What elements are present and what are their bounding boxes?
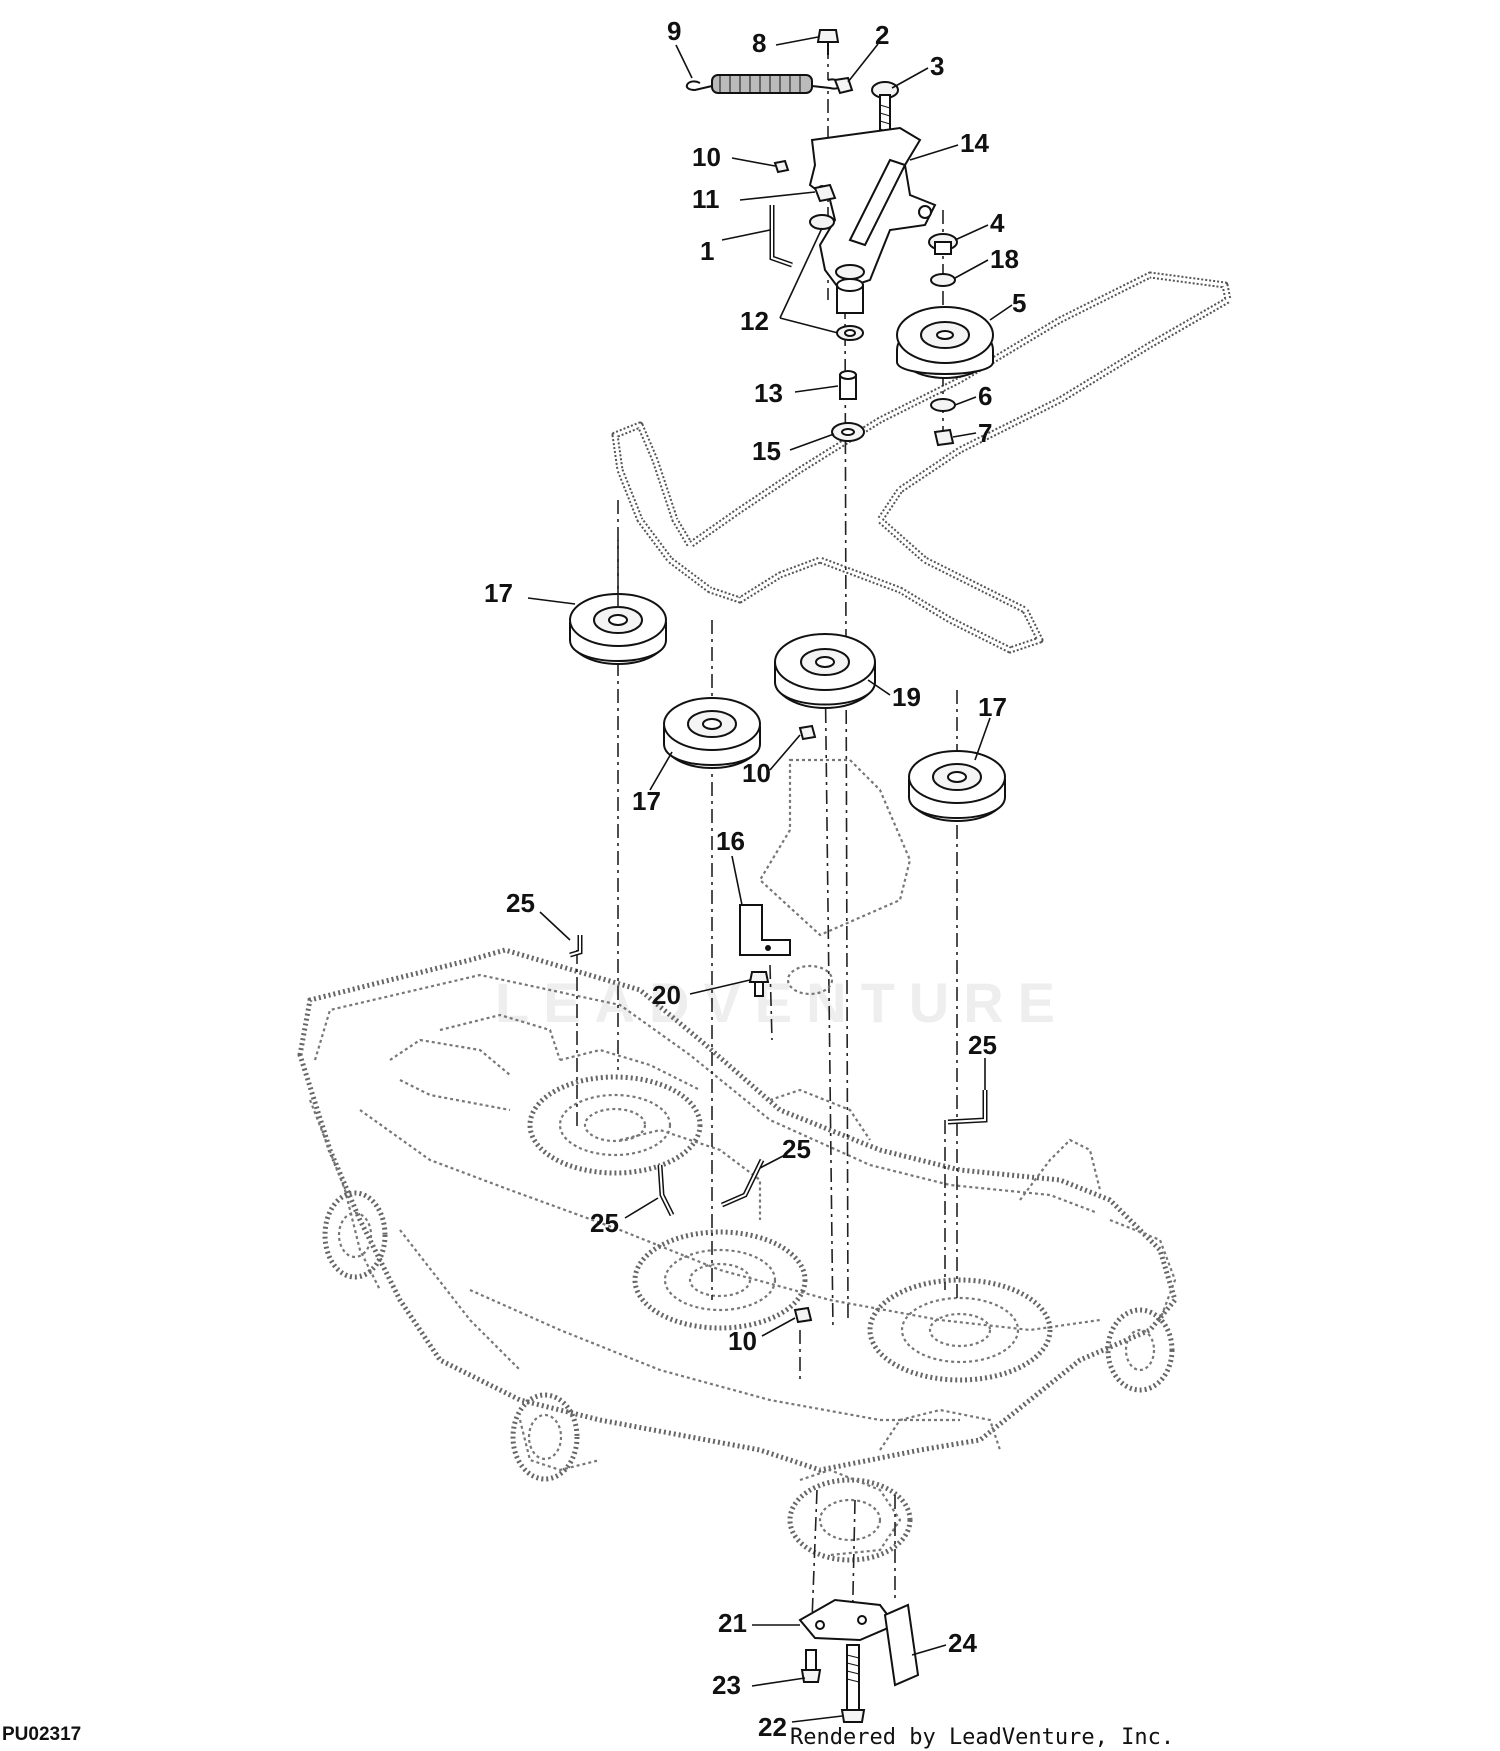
- watermark-text: LEADVENTURE: [495, 971, 1069, 1034]
- leader-lines: [527, 36, 1013, 1723]
- callout-17-left: 17: [484, 578, 513, 608]
- rendered-by-credit: Rendered by LeadVenture, Inc.: [790, 1725, 1174, 1750]
- drive-belt: [611, 271, 1232, 654]
- assembly-centerlines: [576, 45, 958, 1641]
- washer-part-18: [930, 273, 956, 287]
- callout-17-center: 17: [632, 786, 661, 816]
- nut-part-10-top: [773, 159, 790, 174]
- mower-deck: [297, 947, 1178, 1563]
- spindle-pulley-part-17-left: [569, 540, 667, 665]
- nut-part-10-bracket: [798, 724, 817, 741]
- callout-7: 7: [978, 418, 992, 448]
- belt-guide-part-25-left: [657, 1164, 675, 1217]
- idler-bracket: [758, 758, 912, 996]
- callout-19: 19: [892, 682, 921, 712]
- l-bolt-part-1: [769, 205, 793, 268]
- callout-25-left: 25: [590, 1208, 619, 1238]
- bushing-part-12: [809, 214, 864, 341]
- belt-guide-part-25-right: [947, 1090, 988, 1125]
- callout-17-right: 17: [978, 692, 1007, 722]
- callout-24: 24: [948, 1628, 977, 1658]
- callout-25-center: 25: [782, 1134, 811, 1164]
- callout-25-right: 25: [968, 1030, 997, 1060]
- callout-9: 9: [667, 16, 681, 46]
- callout-4: 4: [990, 208, 1005, 238]
- idler-pulley-part-19: [774, 633, 876, 709]
- callout-16: 16: [716, 826, 745, 856]
- callout-5: 5: [1012, 288, 1026, 318]
- bolt-part-8: [816, 29, 840, 55]
- callout-10-bottom: 10: [728, 1326, 757, 1356]
- belt-guide-part-25-center: [721, 1158, 765, 1208]
- callout-10-bracket: 10: [742, 758, 771, 788]
- callout-2: 2: [875, 20, 889, 50]
- callout-12: 12: [740, 306, 769, 336]
- callout-15: 15: [752, 436, 781, 466]
- washer-part-6: [930, 398, 956, 412]
- bracket-part-16: [739, 904, 791, 956]
- callout-22: 22: [758, 1712, 787, 1742]
- callout-18: 18: [990, 244, 1019, 274]
- callout-labels: 9 8 2 3 14 10 11 1 4 18 5 12 13 6 15 7 1…: [484, 16, 1026, 1742]
- bolt-part-22: [840, 1644, 866, 1723]
- callout-1: 1: [700, 236, 714, 266]
- callout-8: 8: [752, 28, 766, 58]
- spindle-pulley-part-17-right: [908, 750, 1006, 822]
- callout-10-top: 10: [692, 142, 721, 172]
- diagram-code: PU02317: [2, 1724, 81, 1745]
- callout-23: 23: [712, 1670, 741, 1700]
- idler-pulley-part-5: [896, 306, 994, 379]
- washer-part-15: [831, 422, 865, 442]
- belt-guide-part-25-left-top: [569, 935, 583, 958]
- nut-part-7: [933, 428, 955, 447]
- spring-part-9: [685, 74, 841, 94]
- bracket-part-21: [798, 1598, 897, 1642]
- callout-3: 3: [930, 51, 944, 81]
- bolt-part-20: [748, 971, 770, 997]
- spindle-pulley-part-17-center: [663, 697, 761, 769]
- callout-21: 21: [718, 1608, 747, 1638]
- idler-arm-part-14: [808, 126, 937, 314]
- spacer-part-13: [839, 370, 857, 400]
- bolt-part-23: [800, 1649, 822, 1683]
- callout-6: 6: [978, 381, 992, 411]
- nut-part-10-bottom: [793, 1306, 813, 1324]
- nut-part-11: [813, 183, 837, 203]
- callout-20: 20: [652, 980, 681, 1010]
- bushing-part-4: [928, 233, 958, 255]
- callout-13: 13: [754, 378, 783, 408]
- plate-part-24: [883, 1603, 920, 1687]
- callout-14: 14: [960, 128, 989, 158]
- callout-25-left-top: 25: [506, 888, 535, 918]
- callout-11: 11: [692, 184, 720, 214]
